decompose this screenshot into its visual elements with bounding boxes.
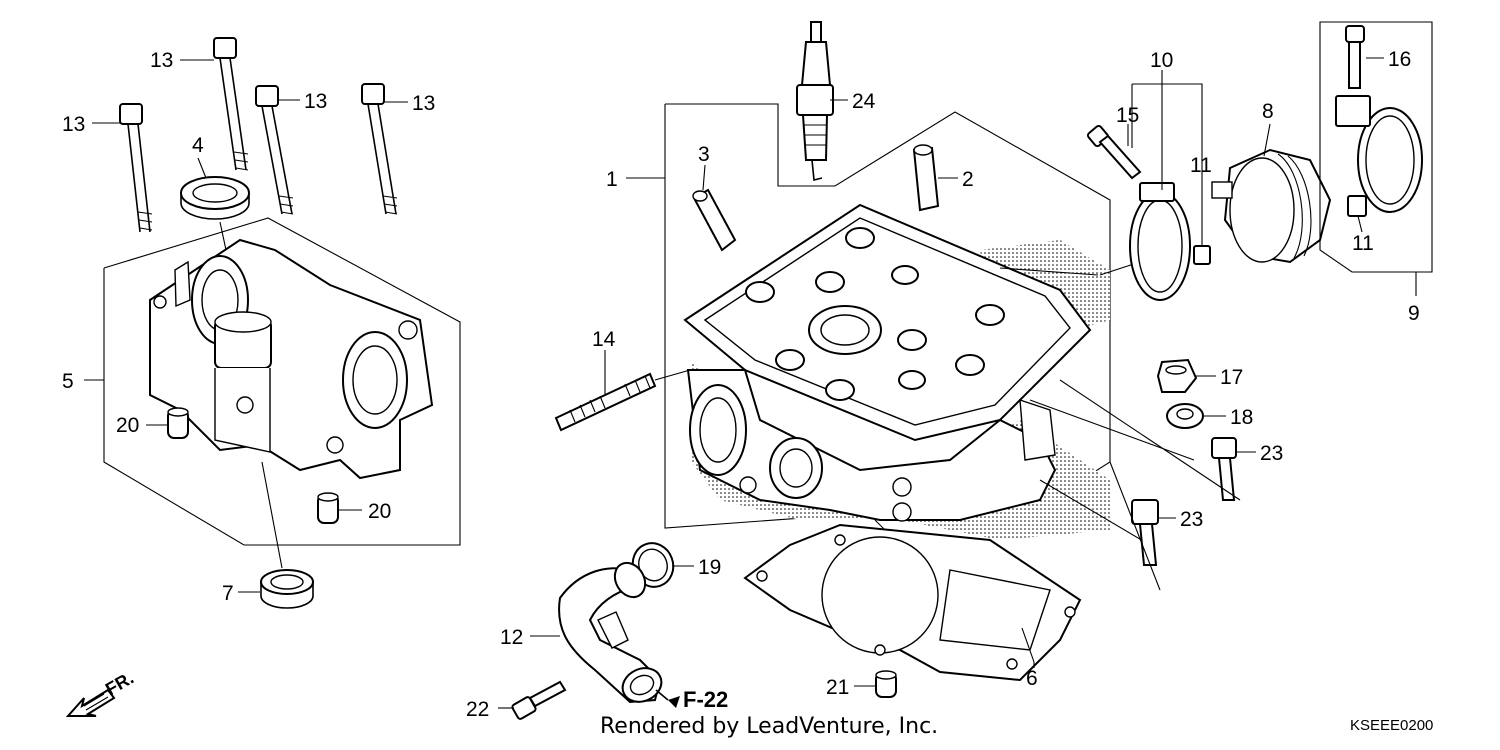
callout-19: 19 — [698, 556, 721, 579]
bolt-13-a — [119, 103, 153, 233]
diagram-code: KSEEE0200 — [1350, 717, 1433, 734]
callout-2: 2 — [962, 168, 974, 191]
bolt-22 — [511, 680, 567, 720]
spark-plug-24 — [796, 21, 834, 182]
callout-20-a: 20 — [116, 414, 139, 437]
dowel-20-b — [317, 492, 339, 524]
water-pipe-12 — [558, 561, 669, 704]
render-credit: Rendered by LeadVenture, Inc. — [600, 714, 938, 739]
callout-18: 18 — [1230, 406, 1253, 429]
callout-13-c: 13 — [304, 90, 327, 113]
camshaft-holder-group — [103, 217, 461, 546]
callout-10: 10 — [1150, 49, 1173, 72]
bolt-23-b — [1131, 499, 1159, 566]
callout-5: 5 — [62, 370, 74, 393]
ref-lines-right — [1029, 379, 1241, 591]
callout-labels: 13 13 13 13 4 5 20 20 7 1 3 2 24 14 19 1… — [62, 48, 1420, 721]
nut-11-a — [1193, 245, 1211, 265]
insulator-8 — [1211, 148, 1332, 264]
leader-lines — [84, 57, 1417, 709]
callout-1: 1 — [606, 168, 618, 191]
callout-11-a: 11 — [1190, 154, 1212, 177]
callout-20-b: 20 — [368, 500, 391, 523]
bolt-13-d — [361, 83, 398, 215]
callout-11-b: 11 — [1352, 232, 1374, 255]
stud-14 — [554, 369, 691, 432]
callout-8: 8 — [1262, 100, 1274, 123]
screw-15 — [1086, 124, 1142, 180]
callout-14: 14 — [592, 328, 616, 351]
callout-12: 12 — [500, 626, 523, 649]
callout-13-a: 13 — [150, 49, 173, 72]
bolt-13-c — [255, 85, 294, 215]
reference-f22: F-22 — [668, 687, 728, 712]
callout-22: 22 — [466, 698, 489, 721]
valve-guide-2 — [912, 144, 940, 212]
reference-label: F-22 — [683, 687, 728, 712]
front-direction-arrow: FR. — [65, 668, 137, 717]
insulator-bracket-lines — [999, 83, 1203, 276]
dowel-21 — [875, 670, 897, 698]
seal-7 — [260, 461, 314, 609]
callout-3: 3 — [698, 143, 710, 166]
band-10 — [1129, 182, 1191, 301]
cylinder-head-group — [664, 103, 1151, 561]
callout-24: 24 — [852, 90, 876, 113]
screw-16 — [1345, 25, 1365, 89]
callout-15: 15 — [1116, 104, 1139, 127]
nut-11-b — [1347, 195, 1367, 217]
callout-4: 4 — [192, 134, 204, 157]
callout-7: 7 — [222, 582, 234, 605]
callout-17: 17 — [1220, 366, 1243, 389]
callout-9: 9 — [1408, 302, 1420, 325]
callout-13-d: 13 — [412, 92, 435, 115]
callout-16: 16 — [1388, 48, 1411, 71]
band-group-9 — [1319, 21, 1433, 273]
callout-13-b: 13 — [62, 113, 85, 136]
valve-guide-3 — [692, 188, 737, 252]
washer-18 — [1166, 403, 1204, 429]
gasket-6 — [743, 523, 1082, 682]
band-9 — [1335, 95, 1423, 213]
seal-4 — [180, 176, 250, 251]
callout-6: 6 — [1026, 667, 1038, 690]
callout-23-b: 23 — [1180, 508, 1203, 531]
bolt-13-b — [213, 37, 249, 171]
bolt-23-a — [1211, 437, 1237, 501]
callout-23-a: 23 — [1260, 442, 1283, 465]
dowel-20-a — [167, 407, 189, 439]
callout-21: 21 — [826, 676, 849, 699]
nut-17 — [1156, 358, 1198, 393]
